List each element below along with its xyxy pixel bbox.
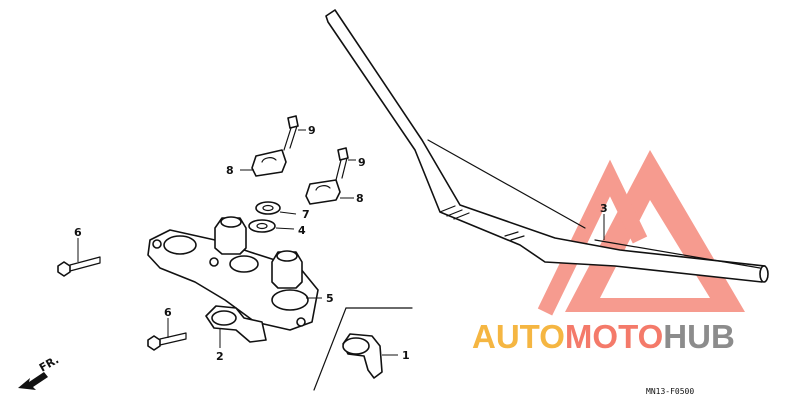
clamp-lower	[205, 305, 267, 343]
callout-2: 2	[216, 350, 224, 363]
bolt-upper-right	[335, 147, 349, 181]
bolt-upper-left	[283, 115, 299, 151]
holder-cap-upper-left	[251, 149, 287, 177]
top-bridge	[147, 216, 319, 331]
handlebar	[325, 9, 769, 283]
fr-arrow-icon	[18, 372, 48, 390]
callout-4: 4	[298, 224, 306, 237]
callout-6-left: 6	[74, 226, 82, 239]
watermark-moto: MOTO	[565, 318, 663, 355]
callout-7: 7	[302, 208, 310, 221]
watermark-hub: HUB	[663, 318, 735, 355]
figure-code: MN13-F0500	[646, 387, 694, 396]
callout-5: 5	[326, 292, 334, 305]
direction-label: FR.	[37, 353, 61, 374]
watermark-auto: AUTO	[472, 318, 565, 355]
callout-3: 3	[600, 202, 608, 215]
callout-6-lower: 6	[164, 306, 172, 319]
watermark-logo: AUTOMOTOHUB	[472, 318, 735, 355]
leader-lines	[77, 129, 605, 356]
clamp-inset	[313, 307, 413, 391]
bolt-left	[57, 256, 101, 277]
nut	[248, 219, 276, 233]
watermark-triangle-icon	[537, 150, 745, 316]
bolt-lower	[147, 332, 187, 351]
holder-cap-upper-right	[305, 179, 341, 205]
svg-text:AUTOMOTOHUB: AUTOMOTOHUB	[472, 318, 735, 355]
washer	[255, 201, 281, 215]
callout-9-left: 9	[308, 124, 316, 137]
callout-9-right: 9	[358, 156, 366, 169]
callout-1: 1	[402, 349, 410, 362]
callout-8-right: 8	[356, 192, 364, 205]
callout-8-left: 8	[226, 164, 234, 177]
